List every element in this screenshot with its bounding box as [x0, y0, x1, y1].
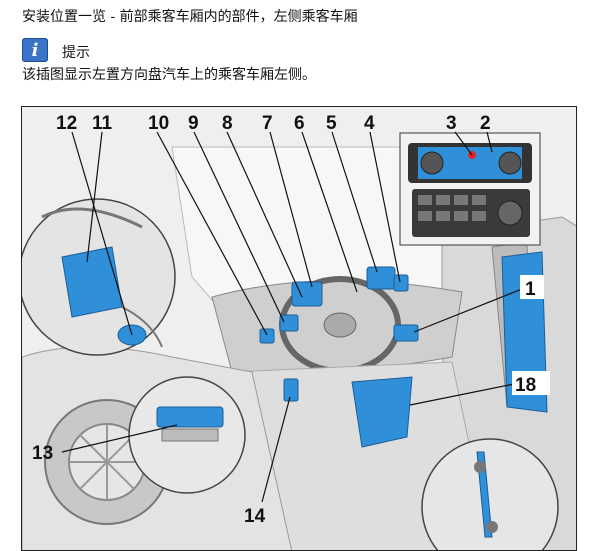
callout-1: 1: [525, 279, 536, 300]
installation-figure: 12 11 10 9 8 7 6 5 4 3 2 1 18 13 14: [21, 106, 577, 551]
callout-13: 13: [32, 443, 53, 464]
callout-3: 3: [446, 113, 457, 134]
callout-7: 7: [262, 113, 273, 134]
page-title: 安装位置一览 - 前部乘客车厢内的部件，左侧乘客车厢: [22, 9, 358, 25]
figure-description: 该插图显示左置方向盘汽车上的乘客车厢左侧。: [22, 67, 316, 83]
callout-8: 8: [222, 113, 233, 134]
callout-2: 2: [480, 113, 491, 134]
info-icon: i: [22, 38, 48, 62]
callout-12: 12: [56, 113, 77, 134]
car-interior-illustration: 12 11 10 9 8 7 6 5 4 3 2 1 18 13 14: [22, 107, 576, 550]
callout-18: 18: [515, 375, 536, 396]
hint-label: 提示: [62, 45, 90, 61]
callout-6: 6: [294, 113, 305, 134]
callout-11: 11: [92, 113, 113, 134]
callout-5: 5: [326, 113, 337, 134]
callout-14: 14: [244, 506, 266, 527]
callout-9: 9: [188, 113, 199, 134]
callout-4: 4: [364, 113, 375, 134]
callout-10: 10: [148, 113, 169, 134]
hint-row: i 提示: [22, 36, 90, 62]
